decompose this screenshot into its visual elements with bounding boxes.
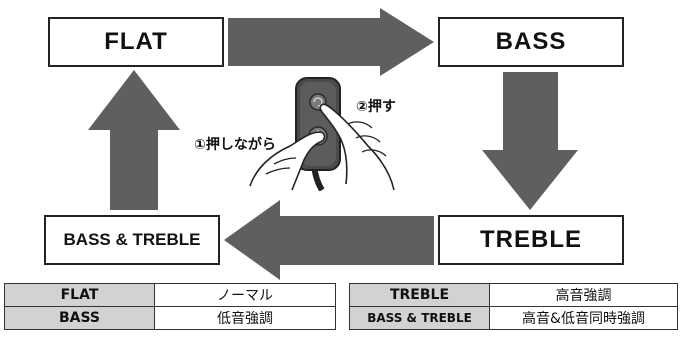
- mode-cell: FLAT: [4, 283, 155, 307]
- mode-box-bass: BASS: [438, 17, 624, 67]
- mode-cell: BASS & TREBLE: [349, 306, 490, 330]
- mode-box-bass-treble: BASS & TREBLE: [44, 215, 220, 265]
- mode-cell: BASS: [4, 306, 155, 330]
- mode-box-flat: FLAT: [48, 17, 224, 67]
- description-cell: ノーマル: [154, 283, 336, 307]
- table-row: BASS 低音強調: [4, 306, 336, 330]
- instruction-hold-label: ①押しながら: [194, 137, 276, 153]
- instruction-press-label: ②押す: [356, 99, 396, 115]
- description-cell: 低音強調: [154, 306, 336, 330]
- mode-table-right: TREBLE 高音強調 BASS & TREBLE 高音&低音同時強調: [349, 283, 678, 330]
- mode-box-treble: TREBLE: [438, 215, 624, 265]
- mode-cell: TREBLE: [349, 283, 490, 307]
- description-cell: 高音強調: [489, 283, 678, 307]
- table-row: FLAT ノーマル: [4, 283, 336, 307]
- table-row: TREBLE 高音強調: [349, 283, 678, 307]
- remote-control-illustration: [249, 77, 395, 191]
- mode-table-left: FLAT ノーマル BASS 低音強調: [4, 283, 336, 330]
- description-cell: 高音&低音同時強調: [489, 306, 678, 330]
- table-row: BASS & TREBLE 高音&低音同時強調: [349, 306, 678, 330]
